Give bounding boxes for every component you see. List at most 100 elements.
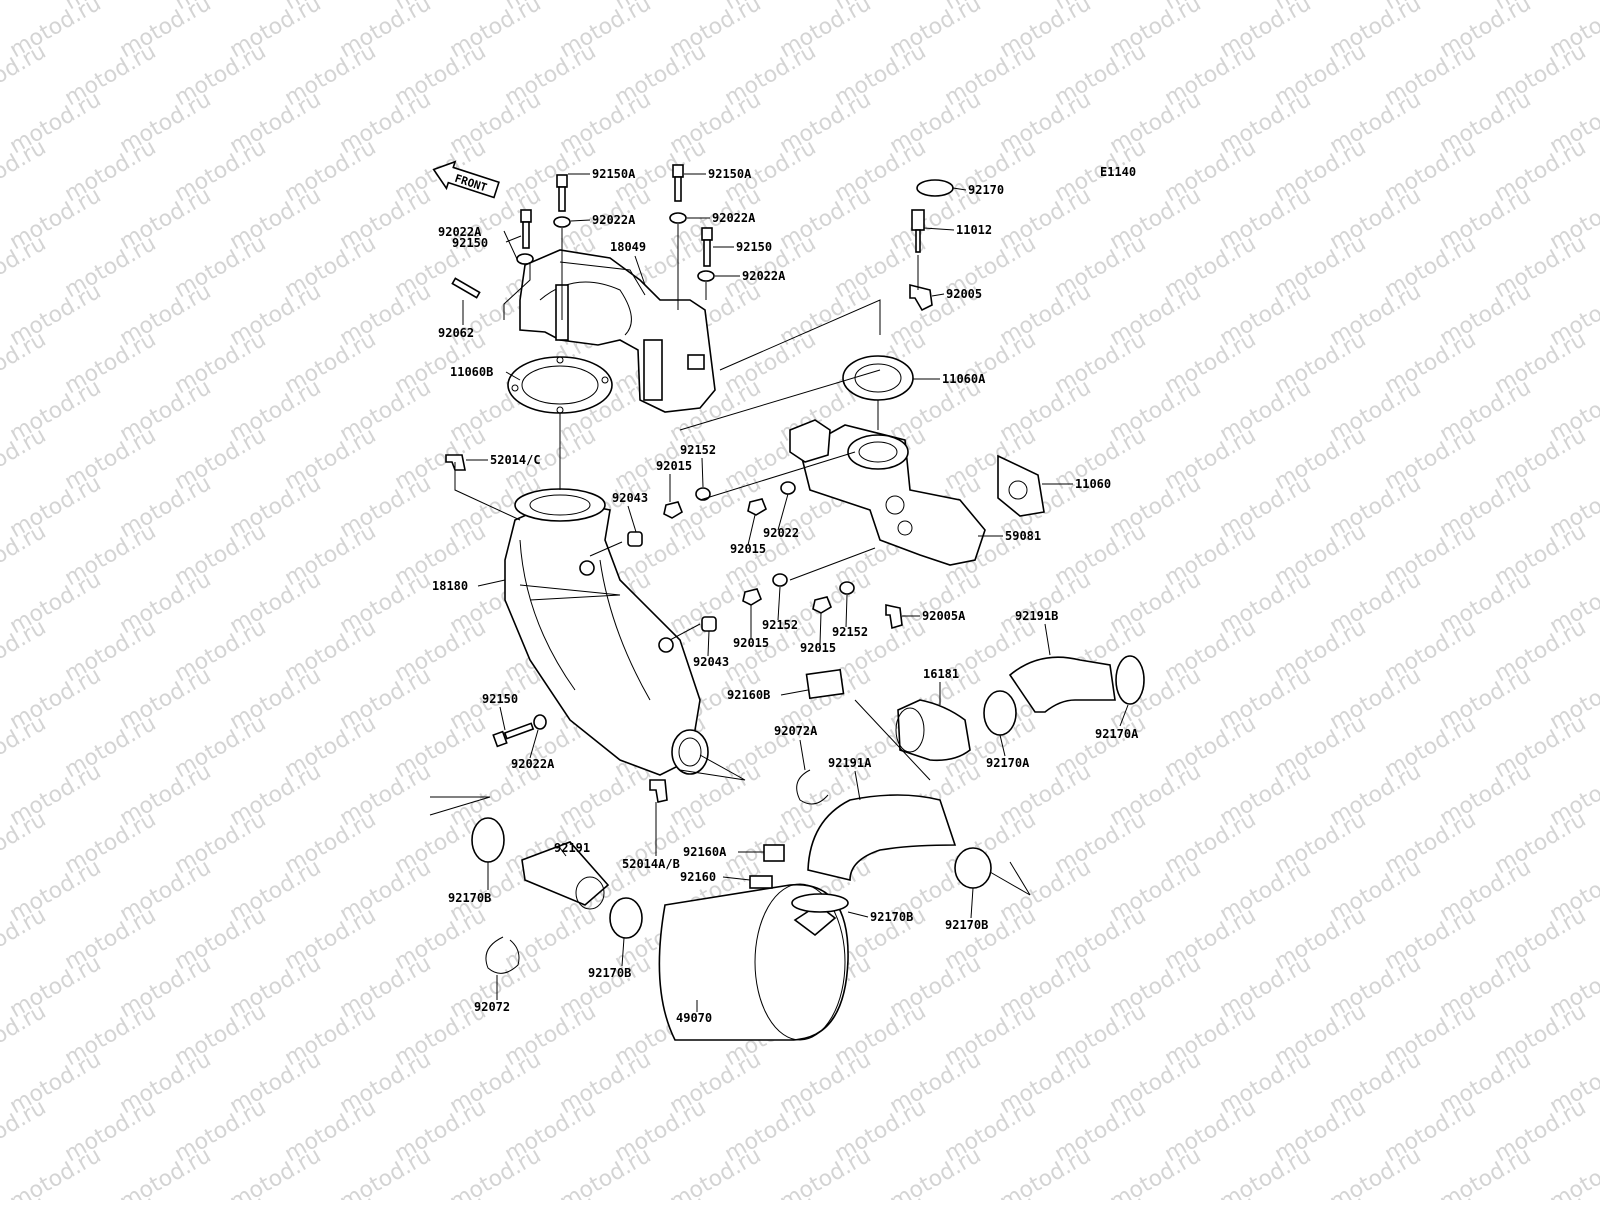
part-label-92015: 92015 <box>733 636 769 650</box>
watermark-text: motod.ru <box>0 423 50 495</box>
part-label-92022A: 92022A <box>592 213 636 227</box>
watermark-text: motod.ru <box>1216 1143 1316 1200</box>
watermark-text: motod.ru <box>6 1143 106 1200</box>
watermark-text: motod.ru <box>941 1191 1041 1200</box>
leader-line-p92160B <box>781 690 808 695</box>
watermark-text: motod.ru <box>446 1143 546 1200</box>
part-label-92005A: 92005A <box>922 609 966 623</box>
part-label-92072A: 92072A <box>774 724 818 738</box>
leader-line-p92170B_3 <box>848 912 868 917</box>
part-label-92150A: 92150A <box>708 167 752 181</box>
part-label-92022A: 92022A <box>742 269 786 283</box>
hose-16181 <box>896 700 970 760</box>
part-label-92015: 92015 <box>730 542 766 556</box>
watermark-text: motod.ru <box>0 903 50 975</box>
leader-line-p92150_3 <box>500 707 505 730</box>
part-label-92062: 92062 <box>438 326 474 340</box>
watermark-text: motod.ru <box>721 1191 821 1200</box>
leader-line-p92043_1 <box>628 506 636 532</box>
part-label-92170B: 92170B <box>870 910 913 924</box>
part-label-49070: 49070 <box>676 1011 712 1025</box>
watermark-text: motod.ru <box>1381 1191 1481 1200</box>
part-label-92015: 92015 <box>656 459 692 473</box>
watermark-text: motod.ru <box>0 711 50 783</box>
watermark-text: motod.ru <box>556 1143 656 1200</box>
watermark-text: motod.ru <box>1051 1191 1151 1200</box>
leader-line-p92072A <box>800 740 805 770</box>
leader-line-p92170B_4 <box>971 888 973 918</box>
part-label-92150: 92150 <box>482 692 518 706</box>
watermark-text: motod.ru <box>1546 1143 1600 1200</box>
part-label-92191A: 92191A <box>828 756 872 770</box>
leader-line-p92015_2 <box>748 515 755 545</box>
part-label-92043: 92043 <box>693 655 729 669</box>
part-label-92170B: 92170B <box>945 918 988 932</box>
part-label-11060: 11060 <box>1075 477 1111 491</box>
watermark-text: motod.ru <box>1491 1191 1591 1200</box>
watermark-text: motod.ru <box>0 0 50 15</box>
watermark-text: motod.ru <box>611 1191 711 1200</box>
part-label-11060A: 11060A <box>942 372 986 386</box>
part-label-92022A: 92022A <box>438 225 482 239</box>
part-label-92191B: 92191B <box>1015 609 1058 623</box>
part-label-52014/C: 52014/C <box>490 453 541 467</box>
part-label-92160A: 92160A <box>683 845 727 859</box>
part-label-52014A/B: 52014A/B <box>622 857 680 871</box>
watermark-text: motod.ru <box>1436 1143 1536 1200</box>
gasket-11060B <box>508 357 612 413</box>
watermark-text: motod.ru <box>996 1143 1096 1200</box>
leader-line-p92191B <box>1045 624 1050 655</box>
part-label-92160: 92160 <box>680 870 716 884</box>
watermark-text: motod.ru <box>0 135 50 207</box>
watermark-text: motod.ru <box>0 519 50 591</box>
diagram-code: E1140 <box>1100 165 1136 179</box>
hose-92191A <box>808 795 955 880</box>
part-label-92150: 92150 <box>736 240 772 254</box>
watermark-text: motod.ru <box>281 1191 381 1200</box>
watermark-text: motod.ru <box>501 1191 601 1200</box>
watermark-text: motod.ru <box>0 615 50 687</box>
part-label-16181: 16181 <box>923 667 959 681</box>
part-label-92043: 92043 <box>612 491 648 505</box>
watermark-text: motod.ru <box>0 327 50 399</box>
part-label-92022A: 92022A <box>511 757 555 771</box>
watermark-text: motod.ru <box>0 999 50 1071</box>
watermark-text: motod.ru <box>0 231 50 303</box>
part-label-92022A: 92022A <box>712 211 756 225</box>
watermark-text: motod.ru <box>1326 1143 1426 1200</box>
watermark-text: motod.ru <box>0 1095 50 1167</box>
part-label-92022: 92022 <box>763 526 799 540</box>
part-label-92152: 92152 <box>832 625 868 639</box>
watermark-text: motod.ru <box>1271 1191 1371 1200</box>
watermark-text: motod.ru <box>226 1143 326 1200</box>
part-label-92015: 92015 <box>800 641 836 655</box>
watermark-text: motod.ru <box>776 1143 876 1200</box>
leader-line-p92022A_3 <box>504 231 517 259</box>
part-label-18049: 18049 <box>610 240 646 254</box>
gasket-11060 <box>998 456 1044 516</box>
part-label-92191: 92191 <box>554 841 590 855</box>
part-label-92160B: 92160B <box>727 688 770 702</box>
watermark-text: motod.ru <box>886 1143 986 1200</box>
watermark-text: motod.ru <box>666 1143 766 1200</box>
part-label-11060B: 11060B <box>450 365 493 379</box>
watermark-text: motod.ru <box>1106 1143 1206 1200</box>
part-label-92170: 92170 <box>968 183 1004 197</box>
watermark-text: motod.ru <box>171 1191 271 1200</box>
part-label-92170B: 92170B <box>448 891 491 905</box>
watermark-text: motod.ru <box>61 1191 161 1200</box>
watermark-text: motod.ru <box>0 39 50 111</box>
watermark-text: motod.ru <box>336 1143 436 1200</box>
part-label-92152: 92152 <box>762 618 798 632</box>
watermark-text: motod.ru <box>1161 1191 1261 1200</box>
part-label-92005: 92005 <box>946 287 982 301</box>
part-label-92170B: 92170B <box>588 966 631 980</box>
watermark-text: motod.ru <box>0 807 50 879</box>
part-label-59081: 59081 <box>1005 529 1041 543</box>
part-label-92170A: 92170A <box>986 756 1030 770</box>
leader-line-p92152_1 <box>702 458 703 487</box>
part-label-11012: 11012 <box>956 223 992 237</box>
watermark-text: motod.ru <box>391 1191 491 1200</box>
